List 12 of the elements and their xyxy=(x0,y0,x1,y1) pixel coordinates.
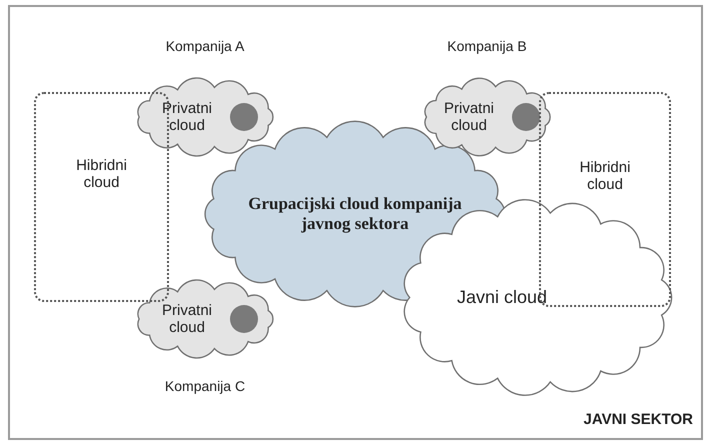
cloud-label: Javni cloud xyxy=(456,287,548,308)
cloud-label: Privatni cloud xyxy=(160,100,214,134)
cloud-label: Privatni cloud xyxy=(442,100,496,134)
company-label: Kompanija C xyxy=(164,378,246,394)
boundary-label: Hibridni cloud xyxy=(75,157,128,191)
sector-title: JAVNI SEKTOR xyxy=(584,411,693,428)
company-label: Kompanija A xyxy=(164,38,246,54)
sector-frame xyxy=(8,5,703,440)
cloud-label: Privatni cloud xyxy=(160,302,214,336)
cloud-label: Grupacijski cloud kompanija javnog sektora xyxy=(247,194,463,234)
boundary-label: Hibridni cloud xyxy=(578,158,632,192)
company-label: Kompanija B xyxy=(446,38,528,54)
